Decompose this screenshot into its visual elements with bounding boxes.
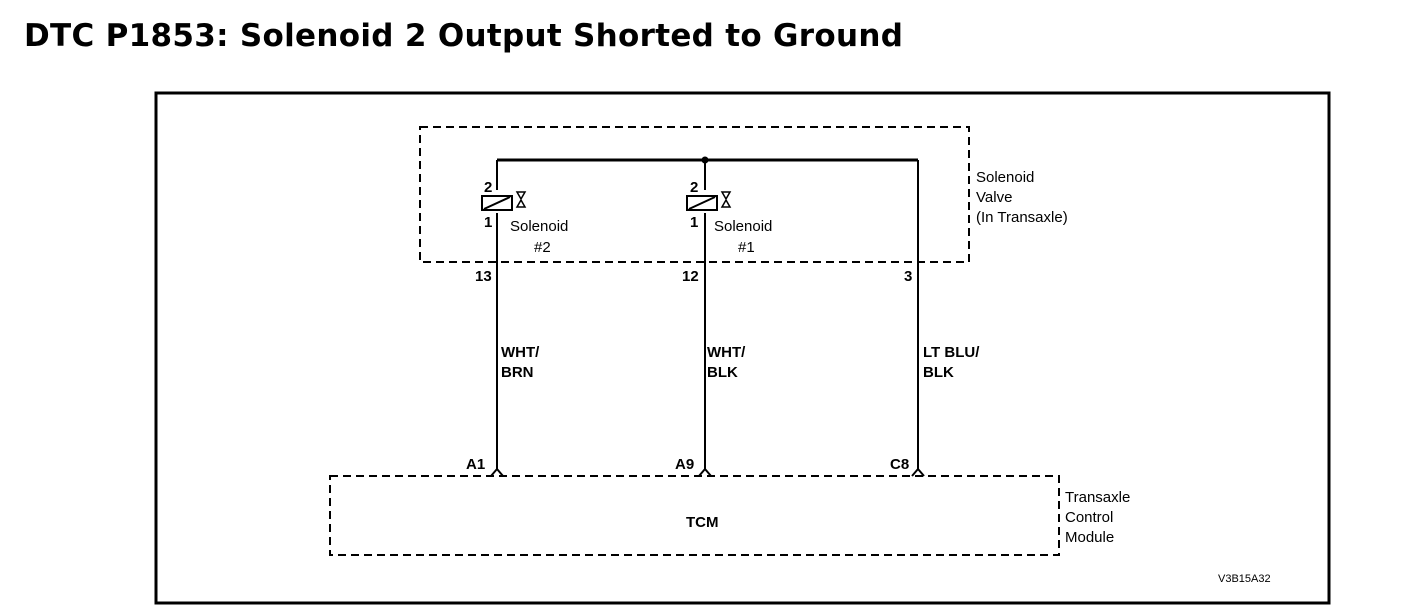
tcm-pin-c8: C8 — [890, 456, 909, 473]
tcm-description-line1: Transaxle — [1065, 489, 1130, 506]
tcm-description-line3: Module — [1065, 529, 1114, 546]
wire-color-2-line2: BLK — [707, 364, 738, 381]
wire-color-2-line1: WHT/ — [707, 344, 746, 361]
solenoid-1-symbol — [686, 191, 732, 211]
solenoid-2-number: #2 — [534, 239, 551, 256]
solenoid-2-symbol — [481, 191, 527, 211]
connector-pin-12: 12 — [682, 268, 699, 285]
solenoid-valve-label-line3: (In Transaxle) — [976, 209, 1068, 226]
solenoid-valve-label-line1: Solenoid — [976, 169, 1034, 186]
solenoid-valve-label-line2: Valve — [976, 189, 1012, 206]
solenoid-1-pin-bottom: 1 — [690, 214, 698, 231]
wire-color-1-line1: WHT/ — [501, 344, 540, 361]
connector-pin-13: 13 — [475, 268, 492, 285]
solenoid-1-number: #1 — [738, 239, 755, 256]
solenoid-2-pin-bottom: 1 — [484, 214, 492, 231]
connector-pin-3: 3 — [904, 268, 912, 285]
figure-code: V3B15A32 — [1218, 573, 1271, 585]
diagram-frame — [154, 91, 1331, 605]
solenoid-1-label: Solenoid — [714, 218, 772, 235]
tcm-terminal-a9 — [698, 467, 712, 477]
tcm-terminal-c8 — [911, 467, 925, 477]
wire-color-1-line2: BRN — [501, 364, 534, 381]
tcm-description-line2: Control — [1065, 509, 1113, 526]
solenoid-2-pin-top: 2 — [484, 179, 492, 196]
wire-color-3-line1: LT BLU/ — [923, 344, 980, 361]
tcm-box — [329, 475, 1060, 556]
solenoid-valve-box — [419, 126, 970, 263]
tcm-label: TCM — [686, 514, 719, 531]
page-title: DTC P1853: Solenoid 2 Output Shorted to … — [24, 18, 904, 54]
wire-color-3-line2: BLK — [923, 364, 954, 381]
tcm-pin-a9: A9 — [675, 456, 694, 473]
tcm-pin-a1: A1 — [466, 456, 485, 473]
tcm-terminal-a1 — [490, 467, 504, 477]
solenoid-1-pin-top: 2 — [690, 179, 698, 196]
solenoid-2-label: Solenoid — [510, 218, 568, 235]
